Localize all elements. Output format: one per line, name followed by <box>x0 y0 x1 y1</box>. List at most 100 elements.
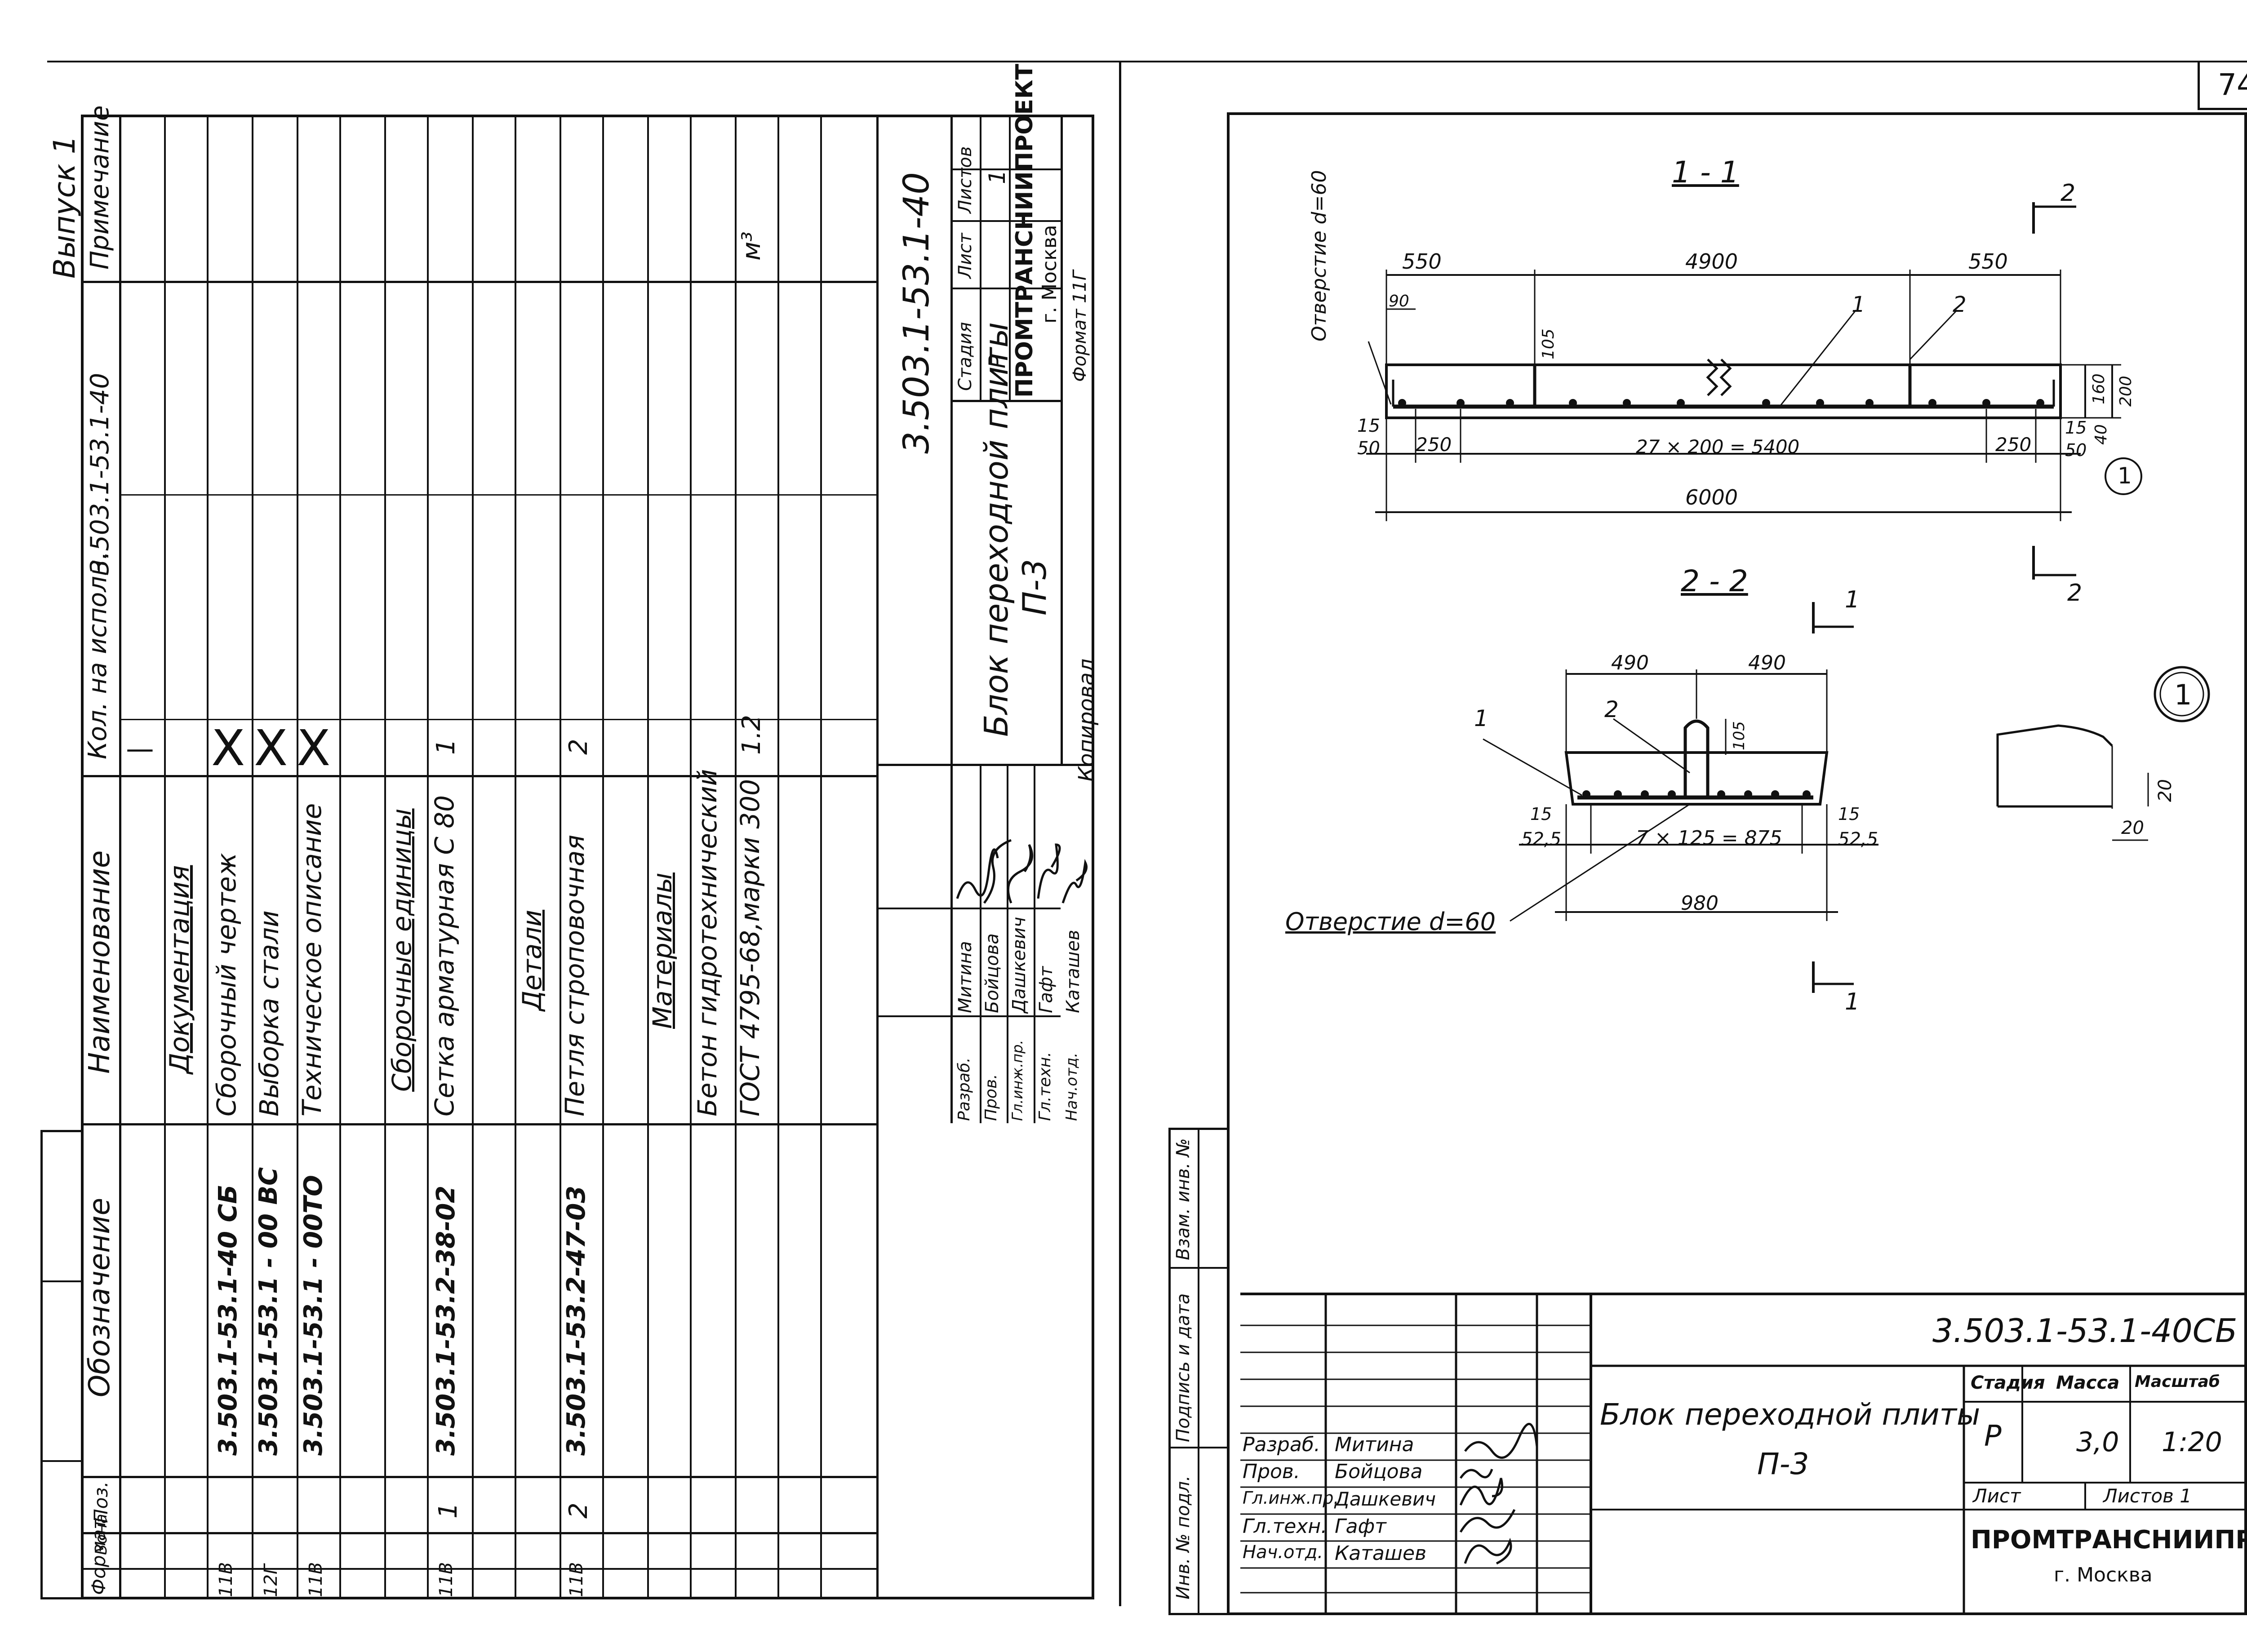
spec-vline-7 <box>427 115 429 1599</box>
spec-hline-8 <box>119 494 879 496</box>
spec-hline-6 <box>81 1568 876 1570</box>
drawing-signer-name-0: Митина <box>1335 1433 1414 1456</box>
spec-vline-14 <box>735 115 737 1599</box>
spec-tb-v3 <box>980 764 981 1123</box>
dim-15-left-2-2: 15 <box>1530 804 1552 824</box>
side-stamp-divider <box>1198 1128 1199 1615</box>
spec-tb-h6 <box>876 908 1061 909</box>
spec-hline-5 <box>81 1532 876 1534</box>
dim-550-right: 550 <box>1968 249 2008 274</box>
spec-vline-2 <box>207 115 209 1599</box>
spec-hline-7 <box>119 719 879 720</box>
top-rule <box>47 61 2247 62</box>
drawing-signer-role-1: Пров. <box>1243 1460 1300 1483</box>
dim-490-right: 490 <box>1748 651 1786 674</box>
spec-vline-11 <box>602 115 604 1599</box>
spec-left-margin-h1 <box>40 1280 81 1282</box>
drawing-title-2: П-3 <box>1757 1447 1809 1481</box>
spec-hline-3 <box>81 1123 876 1125</box>
spec-tb-h1 <box>876 764 1094 766</box>
drawing-mass-label: Масса <box>2056 1373 2120 1393</box>
spec-tb-h7 <box>876 1015 1061 1017</box>
pos-2-section-2-2: 2 <box>1604 696 1619 722</box>
dim-525-left: 52,5 <box>1521 829 1562 850</box>
dim-6000: 6000 <box>1685 485 1738 509</box>
cut-marker-2-top: 2 <box>2060 180 2076 207</box>
spec-vline-17 <box>876 115 879 1599</box>
cut-marker-2-bottom: 2 <box>2067 580 2083 607</box>
side-stamp-h1 <box>1168 1267 1227 1269</box>
dim-490-left: 490 <box>1611 651 1649 674</box>
spec-vline-4 <box>297 115 298 1599</box>
dim-50-left: 50 <box>1357 438 1380 459</box>
spec-vline-16 <box>820 115 822 1599</box>
spec-tb-v5 <box>1034 764 1035 1123</box>
hole-label-1-1: Отверстие d=60 <box>1308 170 1331 341</box>
dim-525-right: 52,5 <box>1838 829 1878 850</box>
row-qty-3: X <box>297 719 331 777</box>
dim-50-right: 50 <box>2065 440 2087 460</box>
side-stamp-h2 <box>1168 1447 1227 1448</box>
spec-vline-12 <box>647 115 649 1599</box>
dim-980: 980 <box>1681 892 1719 915</box>
spec-vline-6 <box>384 115 386 1599</box>
dim-40: 40 <box>2092 424 2110 445</box>
drawing-mass: 3,0 <box>2076 1426 2119 1458</box>
pos-2-section-1-1: 2 <box>1953 292 1967 317</box>
drawing-sheets-label: Листов 1 <box>2103 1485 2192 1507</box>
spec-vline-9 <box>515 115 516 1599</box>
spec-hline-2 <box>81 775 876 777</box>
detail-dim-20-a: 20 <box>2155 779 2176 802</box>
spec-hline-1 <box>81 281 876 283</box>
section-2-2-label: 2 - 2 <box>1681 564 1748 598</box>
detail-dim-20-b: 20 <box>2121 818 2144 838</box>
dim-4900: 4900 <box>1685 249 1738 274</box>
drawing-signer-role-0: Разраб. <box>1243 1433 1320 1456</box>
dim-mid-1-1: 27 × 200 = 5400 <box>1636 436 1800 458</box>
row-qty-2: X <box>254 719 288 777</box>
drawing-signer-role-4: Нач.отд. <box>1243 1542 1323 1563</box>
spec-vline-13 <box>690 115 692 1599</box>
page-number: 74 <box>2218 67 2247 102</box>
drawing-frame <box>1227 112 2247 1615</box>
section-1-1-label: 1 - 1 <box>1672 155 1739 190</box>
dim-160: 160 <box>2090 373 2108 404</box>
drawing-stage-label: Стадия <box>1971 1373 2045 1393</box>
drawing-signer-name-3: Гафт <box>1335 1515 1386 1538</box>
dim-200: 200 <box>2117 376 2135 407</box>
drawing-title-1: Блок переходной плиты <box>1600 1397 1981 1432</box>
cut-marker-1-bottom: 1 <box>1845 988 1860 1015</box>
spec-tb-h5 <box>950 168 1061 170</box>
dim-mid-2-2: 7 × 125 = 875 <box>1636 827 1782 850</box>
drawing-city: г. Москва <box>2054 1563 2153 1586</box>
spec-left-margin-h2 <box>40 1460 81 1462</box>
dim-105-2-2: 105 <box>1730 721 1748 750</box>
dim-250-right: 250 <box>1995 434 2032 456</box>
drawing-signer-name-2: Дашкевич <box>1335 1488 1436 1510</box>
drawing-org: ПРОМТРАНСНИИПРОЕКТ <box>1971 1525 2247 1555</box>
spec-tb-v1 <box>950 115 953 1123</box>
spec-frame <box>81 115 1094 1599</box>
dim-105: 105 <box>1539 328 1558 359</box>
spec-left-margin <box>40 1130 81 1599</box>
dim-90: 90 <box>1389 292 1409 310</box>
drawing-signer-role-2: Гл.инж.пр. <box>1243 1488 1339 1508</box>
dim-15-left: 15 <box>1357 416 1380 436</box>
spec-vline-3 <box>252 115 253 1599</box>
spec-hline-4 <box>81 1476 876 1478</box>
spec-tb-vv2 <box>1009 115 1011 402</box>
detail-1-label: 1 <box>2174 678 2192 711</box>
center-divider <box>1119 61 1121 1606</box>
drawing-code: 3.503.1-53.1-40СБ <box>1932 1312 2238 1350</box>
spec-vline-0 <box>119 115 121 1599</box>
spec-vline-10 <box>560 115 561 1599</box>
spec-vline-5 <box>339 115 341 1599</box>
drawing-scale-label: Масштаб <box>2135 1373 2220 1391</box>
dim-15-right: 15 <box>2065 418 2087 438</box>
drawing-signer-name-4: Каташев <box>1335 1542 1427 1565</box>
hole-label-2-2: Отверстие d=60 <box>1285 908 1496 936</box>
dim-550-left: 550 <box>1402 249 1442 274</box>
row-qty-1: X <box>211 719 245 777</box>
drawing-signer-role-3: Гл.техн. <box>1243 1515 1328 1538</box>
